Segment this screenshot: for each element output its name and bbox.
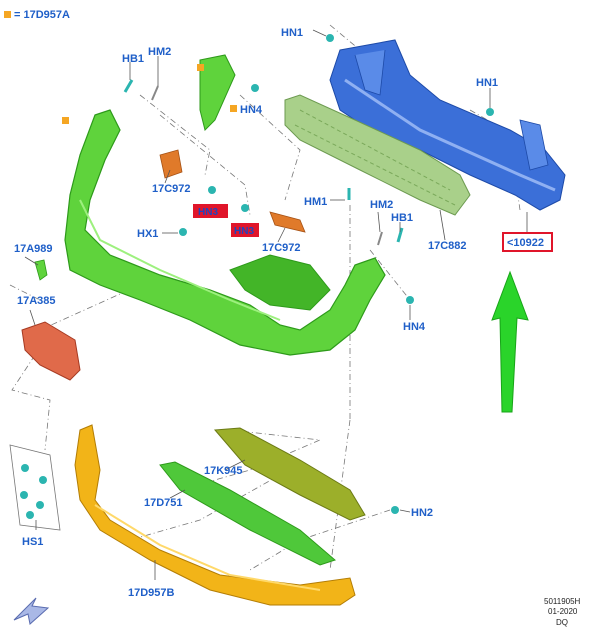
front-view-arrow-icon <box>13 597 50 625</box>
label-hn3: HN3 <box>198 207 218 218</box>
label-17k945: 17K945 <box>204 465 243 477</box>
label-hb1-right: HB1 <box>391 212 413 224</box>
grille-17k945 <box>213 427 366 521</box>
label-hn4-right: HN4 <box>403 321 426 333</box>
marker-17d957a-hn4 <box>230 105 237 112</box>
label-hm2-right: HM2 <box>370 199 393 211</box>
clip-17a989 <box>34 259 48 281</box>
label-hm2-left: HM2 <box>148 46 171 58</box>
label-17d751: 17D751 <box>144 497 183 509</box>
screw-kit <box>9 444 61 531</box>
footer-region: DQ <box>556 618 568 627</box>
hn3b-highlight <box>231 223 259 237</box>
label-hn1-top: HN1 <box>281 27 303 39</box>
label-hs1: HS1 <box>22 536 43 548</box>
license-plate-bracket <box>21 321 81 381</box>
label-17a989: 17A989 <box>14 243 53 255</box>
marker-17d957a-top <box>197 64 204 71</box>
ref10922-highlight <box>502 232 553 252</box>
legend-text: = 17D957A <box>14 9 70 21</box>
footer-date: 01-2020 <box>548 607 578 616</box>
label-hm1: HM1 <box>304 196 327 208</box>
strip-17d751 <box>159 461 336 566</box>
direction-arrow <box>491 270 529 413</box>
marker-17d957a-left <box>62 117 69 124</box>
label-ref10922: <10922 <box>507 237 544 249</box>
label-17c882: 17C882 <box>428 240 467 252</box>
label-17d957b: 17D957B <box>128 587 175 599</box>
impact-beam <box>329 39 566 211</box>
bracket-left <box>159 149 183 179</box>
label-hn3b: HN3 <box>234 226 254 237</box>
label-17a385: 17A385 <box>17 295 56 307</box>
label-hx1: HX1 <box>137 228 158 240</box>
label-hb1-left: HB1 <box>122 53 144 65</box>
label-17c972-left: 17C972 <box>152 183 191 195</box>
legend-swatch <box>4 11 11 18</box>
label-17c972-right: 17C972 <box>262 242 301 254</box>
hn3-highlight <box>193 204 228 218</box>
leader-lines <box>24 29 528 580</box>
label-hn1-right: HN1 <box>476 77 498 89</box>
clips <box>123 34 494 514</box>
label-hn2: HN2 <box>411 507 433 519</box>
label-hn4-top: HN4 <box>240 104 263 116</box>
bracket-right <box>269 211 306 233</box>
valance-17d957b <box>74 424 356 606</box>
bumper-cover <box>64 54 386 356</box>
energy-absorber <box>284 94 471 216</box>
footer-code: 5011905H <box>544 597 581 606</box>
